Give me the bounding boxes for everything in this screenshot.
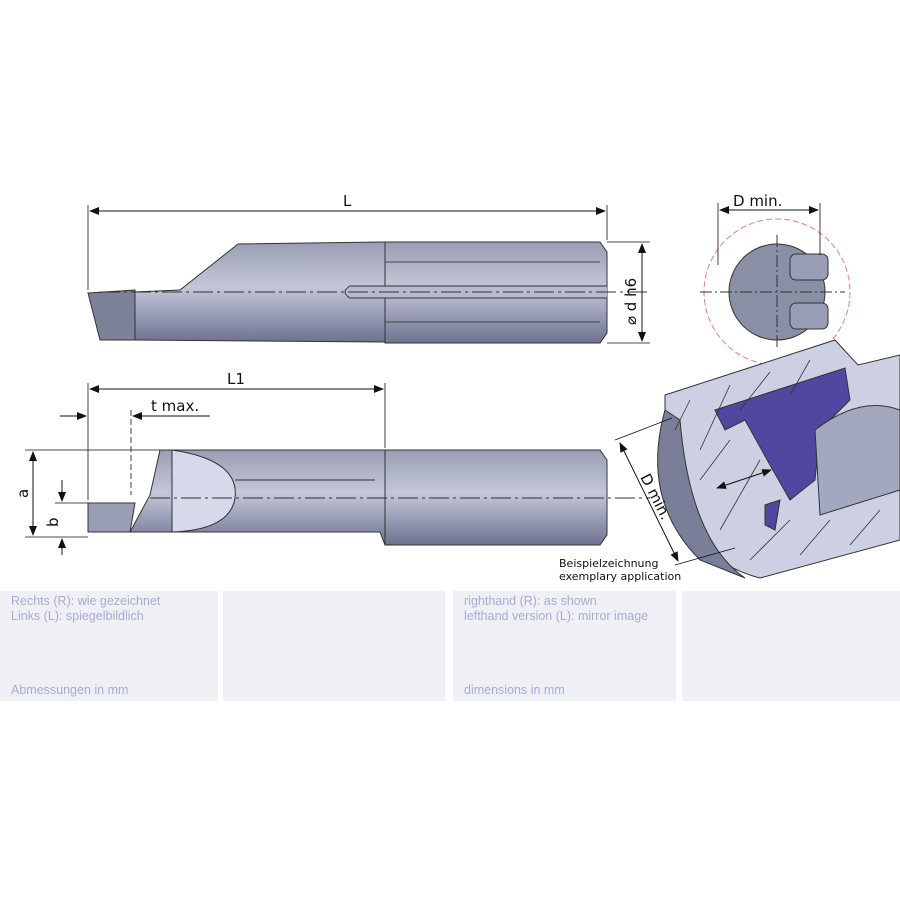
panel-german: Rechts (R): wie gezeichnet Links (L): sp… [0,591,218,701]
text-de-units: Abmessungen in mm [11,683,129,697]
panel-empty-1 [223,591,445,701]
label-L1: L1 [227,370,245,388]
text-en-units: dimensions in mm [464,683,565,697]
text-en-righthand: righthand (R): as shown [464,594,597,608]
dimension-d: ⌀ d h6 [607,241,650,344]
tool-side-view [87,241,650,344]
tool-top-view [87,449,650,546]
caption-en: exemplary application [559,570,681,583]
label-d-h6: ⌀ d h6 [622,278,640,325]
panel-english: righthand (R): as shown lefthand version… [453,591,676,701]
dimension-a-b: a b [14,449,160,555]
text-en-lefthand: lefthand version (L): mirror image [464,609,649,623]
dimension-L: L [87,192,608,290]
text-de-righthand: Rechts (R): wie gezeichnet [11,594,161,608]
dimension-L1: L1 [87,370,386,500]
panel-empty-2 [682,591,900,701]
label-b: b [44,517,62,527]
tool-end-view: D min. [700,192,851,366]
label-Dmin-top: D min. [733,192,782,210]
dimension-tmax: t max. [60,397,210,495]
application-isometric: D min. Beispielzeichnung exemplary appli… [559,339,900,583]
text-de-lefthand: Links (L): spiegelbildlich [11,609,144,623]
label-a: a [14,489,32,498]
label-L: L [343,192,352,210]
caption-de: Beispielzeichnung [559,557,658,570]
label-tmax: t max. [151,397,199,415]
